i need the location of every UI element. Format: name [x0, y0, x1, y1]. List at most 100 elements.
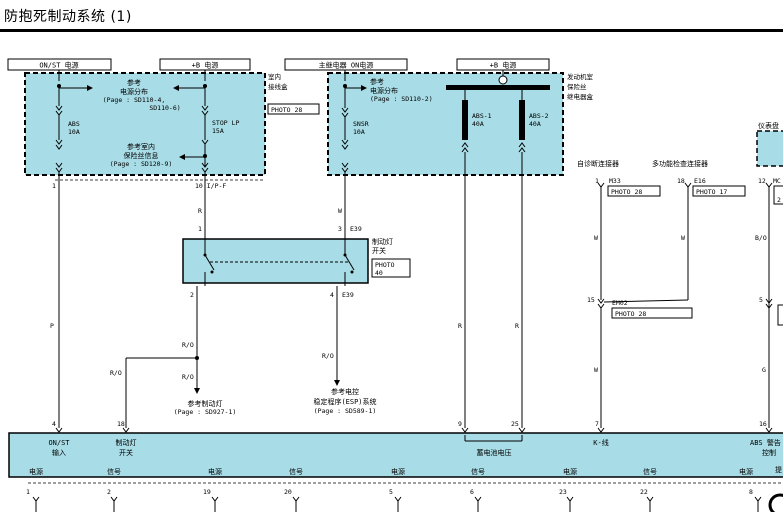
- engine-ref-title: 参考: [370, 77, 384, 86]
- svg-text:25: 25: [511, 420, 519, 428]
- svg-text:M33: M33: [609, 177, 621, 185]
- ref-esp-title-2: 稳定程序(ESP)系统: [313, 397, 376, 406]
- power-label-b-plus-1: +B 电源: [159, 58, 251, 71]
- ref-brake-lamp-title: 参考制动灯: [188, 399, 223, 408]
- ecm-abs-warn-2: 控制: [762, 448, 776, 457]
- svg-text:2: 2: [107, 488, 111, 496]
- brake-lamp-switch: [182, 234, 369, 286]
- svg-text:ABS: ABS: [68, 120, 80, 128]
- svg-text:7: 7: [595, 420, 599, 428]
- svg-text:EM02: EM02: [612, 299, 628, 307]
- svg-text:6: 6: [470, 488, 474, 496]
- wire-color-ro-4: R/O: [322, 352, 334, 360]
- svg-text:E16: E16: [694, 177, 706, 185]
- wire-color-bo: B/O: [755, 234, 767, 242]
- page-title: 防抱死制动系统 (1): [4, 9, 132, 25]
- wire-color-r-2: R: [458, 322, 462, 330]
- engine-ref-sub: 电源分布: [370, 86, 398, 95]
- pin-1-top: 1: [52, 182, 56, 190]
- svg-text:STOP LP: STOP LP: [212, 119, 239, 127]
- svg-text:8: 8: [749, 488, 753, 496]
- ref-esp-title-1: 参考电控: [331, 387, 359, 396]
- brake-switch-conn-bottom: E39: [342, 291, 354, 299]
- brake-switch-conn-top: E39: [350, 225, 362, 233]
- wire-color-g: G: [762, 366, 766, 374]
- svg-text:电源: 电源: [739, 467, 753, 476]
- fuse-snsr-10a: SNSR 10A: [341, 107, 369, 150]
- indoor-ref1-page2: SD110-6): [149, 104, 180, 112]
- wire-color-r-1: R: [198, 207, 202, 215]
- ecm-on-st-input-1: ON/ST: [48, 439, 70, 447]
- svg-text:15: 15: [587, 296, 595, 304]
- svg-text:5: 5: [389, 488, 393, 496]
- multi-check-connector-label: 多功能检查连接器: [652, 159, 708, 168]
- indoor-ref2-title: 参考室内: [127, 142, 155, 151]
- svg-text:40: 40: [375, 269, 383, 277]
- wire-color-w-4: W: [594, 366, 598, 374]
- svg-text:ON/ST 电源: ON/ST 电源: [39, 61, 78, 70]
- svg-text:电源: 电源: [391, 467, 405, 476]
- instrument-cluster-label: 仪表盘: [758, 121, 779, 130]
- svg-text:9: 9: [458, 420, 462, 428]
- engine-box-name-3: 继电器盒: [567, 92, 594, 101]
- svg-text:18: 18: [117, 420, 125, 428]
- ecm-battery-voltage: 蓄电池电压: [477, 448, 512, 457]
- indoor-box-photo-tag: PHOTO 28: [267, 103, 320, 115]
- connector-m33: 1 M33 PHOTO 28: [595, 177, 661, 300]
- wire-color-r-3: R: [515, 322, 519, 330]
- indoor-ref2-sub: 保险丝信息: [124, 151, 159, 160]
- cluster-pin-2: 2: [777, 196, 781, 204]
- svg-text:10A: 10A: [68, 128, 80, 136]
- brake-switch-name-1: 制动灯: [372, 237, 393, 246]
- connector-em02: 15 EM02 PHOTO 28: [587, 296, 693, 428]
- wire-color-ro-2: R/O: [182, 373, 194, 381]
- indoor-junction-box: [24, 72, 266, 176]
- connector-e16: 18 E16 PHOTO 17: [677, 177, 746, 300]
- ref-esp-page: (Page : SD589-1): [314, 407, 377, 415]
- svg-text:电源: 电源: [208, 467, 222, 476]
- svg-text:ABS-1: ABS-1: [472, 112, 492, 120]
- power-label-main-relay: 主继电器 ON电源: [284, 58, 408, 71]
- svg-text:PHOTO 17: PHOTO 17: [696, 188, 727, 196]
- module-bottom-labels: 电源 信号 电源 信号 电源 信号 电源 信号 电源: [29, 467, 753, 476]
- svg-text:SNSR: SNSR: [353, 120, 369, 128]
- ecm-brake-sw-1: 制动灯: [116, 438, 137, 447]
- svg-text:40A: 40A: [472, 120, 484, 128]
- svg-text:22: 22: [640, 488, 648, 496]
- power-label-b-plus-2: +B 电源: [456, 58, 550, 71]
- svg-text:1: 1: [595, 177, 599, 185]
- svg-text:16: 16: [759, 420, 767, 428]
- svg-text:15A: 15A: [212, 127, 224, 135]
- cluster-pin-12: 12: [758, 177, 766, 185]
- fuse-abs-1-40a: ABS-1 40A: [462, 100, 492, 140]
- svg-text:主继电器 ON电源: 主继电器 ON电源: [319, 61, 374, 70]
- ecm-k-line: K-线: [593, 438, 608, 447]
- svg-text:PHOTO 28: PHOTO 28: [615, 310, 646, 318]
- ecm-partial-label: 提: [775, 465, 782, 474]
- module-top-pins: 4 18 9 25 7 16: [52, 420, 767, 428]
- abs-control-module: [8, 432, 783, 478]
- self-diag-connector-label: 自诊断连接器: [577, 159, 619, 168]
- brake-switch-pin-4: 4: [330, 291, 334, 299]
- svg-text:10A: 10A: [353, 128, 365, 136]
- svg-text:信号: 信号: [471, 467, 485, 476]
- cluster-conn-mc: MC: [773, 177, 781, 185]
- svg-text:电源: 电源: [563, 467, 577, 476]
- ecm-brake-sw-2: 开关: [119, 448, 133, 457]
- pin-10-ip-f: 10 I/P-F: [195, 182, 226, 190]
- wire-color-p: P: [50, 322, 54, 330]
- ecm-on-st-input-2: 输入: [52, 448, 66, 457]
- indoor-ref1-page: (Page : SD110-4,: [103, 96, 166, 104]
- wire-color-w-3: W: [681, 234, 685, 242]
- wire-color-ro-3: R/O: [110, 369, 122, 377]
- svg-text:信号: 信号: [289, 467, 303, 476]
- fuse-abs-10a: ABS 10A: [55, 105, 80, 150]
- indoor-ref2-page: (Page : SD120-9): [110, 160, 173, 168]
- ecm-abs-warn-1: ABS 警告: [750, 438, 781, 447]
- wire-color-ro-1: R/O: [182, 341, 194, 349]
- engine-box-name-2: 保险丝: [567, 82, 587, 91]
- svg-text:19: 19: [203, 488, 211, 496]
- bus-bar: [446, 85, 550, 90]
- engine-box-name-1: 发动机室: [567, 72, 594, 81]
